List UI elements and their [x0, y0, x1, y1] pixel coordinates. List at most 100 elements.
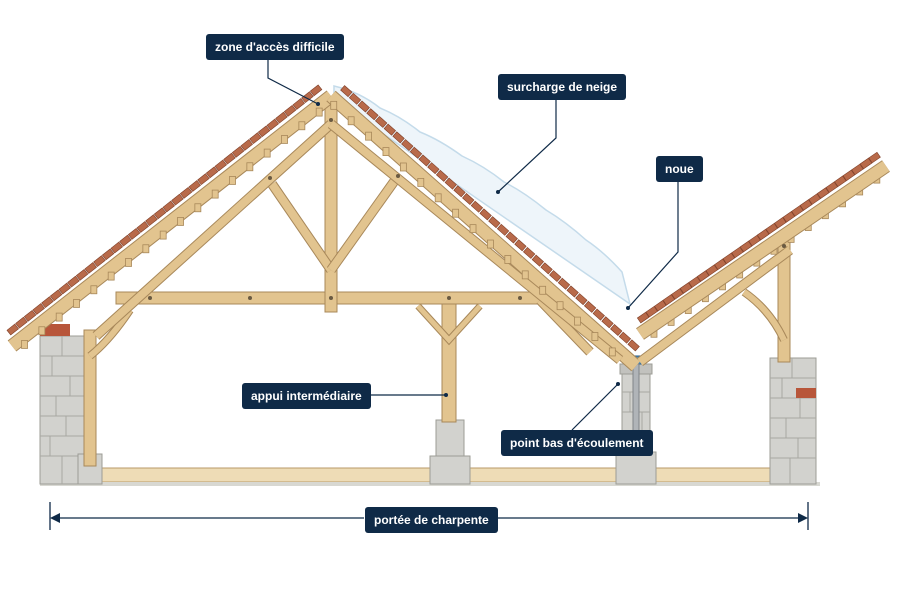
- roof-tile: [283, 104, 297, 117]
- roof-tile: [188, 180, 201, 192]
- roof-tile: [127, 227, 141, 240]
- truss-struts: [267, 173, 594, 356]
- roof-tile: [15, 316, 28, 329]
- roof-tile: [868, 151, 881, 164]
- roof-batten: [315, 107, 323, 117]
- roof-tile: [696, 270, 710, 282]
- roof-tile: [705, 264, 718, 276]
- roof-tile: [714, 258, 727, 271]
- roof-tile: [101, 248, 115, 261]
- roof-batten: [55, 312, 63, 322]
- roof-batten: [281, 135, 288, 144]
- label-appui: appui intermédiaire: [242, 383, 371, 409]
- roof-tile: [93, 255, 106, 268]
- roof-tile: [462, 193, 475, 205]
- intermediate-pier: [415, 299, 483, 485]
- roof-tile: [84, 262, 97, 274]
- roof-tile: [67, 275, 80, 288]
- roof-tile: [292, 98, 305, 110]
- roof-tile: [756, 228, 770, 241]
- roof-tile: [765, 222, 778, 235]
- roof-tile: [808, 193, 821, 205]
- roof-tile: [197, 173, 210, 186]
- roof-batten: [365, 131, 372, 141]
- roof-tiles-right: [330, 85, 640, 357]
- roof-tile: [531, 254, 545, 267]
- label-surcharge-neige: surcharge de neige: [498, 74, 627, 100]
- roof-tile: [348, 92, 362, 105]
- roof-tile: [453, 185, 466, 198]
- roof-tile: [409, 146, 423, 159]
- snow-layer: [333, 85, 632, 306]
- roof-tile: [275, 111, 288, 124]
- roof-tile: [522, 246, 536, 259]
- roof-batten: [347, 116, 355, 126]
- roof-tile: [231, 145, 245, 158]
- roof-tile: [162, 200, 175, 213]
- label-point-bas: point bas d'écoulement: [501, 430, 653, 456]
- roof-tile: [58, 282, 71, 295]
- roof-tile: [583, 300, 597, 313]
- roof-tile: [549, 270, 562, 283]
- roof-tile: [739, 240, 753, 253]
- roof-tile: [610, 324, 623, 336]
- roof-tile: [23, 309, 37, 322]
- roof-tile: [645, 305, 658, 318]
- roof-batten: [556, 301, 564, 311]
- label-zone-acces: zone d'accès difficile: [206, 34, 344, 60]
- roof-batten: [229, 176, 236, 185]
- roof-tile: [136, 221, 149, 233]
- roof-tile: [340, 85, 353, 98]
- roof-tile: [75, 268, 89, 281]
- roof-batten: [330, 100, 338, 110]
- roof-batten: [73, 299, 80, 308]
- roof-batten: [452, 208, 460, 218]
- roof-batten: [194, 203, 202, 213]
- roof-tile: [654, 300, 667, 312]
- roof-tile: [557, 277, 571, 290]
- roof-tile: [540, 262, 553, 275]
- roof-tile: [366, 108, 379, 121]
- label-noue: noue: [656, 156, 703, 182]
- roof-tile: [791, 205, 804, 217]
- roof-tile: [496, 223, 510, 236]
- roof-tile: [179, 186, 193, 199]
- roof-batten: [246, 162, 254, 172]
- roof-batten: [487, 239, 494, 249]
- roof-batten: [125, 258, 132, 267]
- roof-tile: [799, 199, 813, 211]
- roof-tile: [748, 234, 761, 247]
- roof-tile: [119, 234, 132, 247]
- roof-batten: [177, 217, 184, 226]
- roof-tile: [688, 276, 701, 288]
- roof-tile: [205, 166, 219, 179]
- roof-batten: [142, 244, 150, 254]
- roof-tile: [816, 187, 830, 199]
- roof-tile: [444, 177, 457, 190]
- roof-batten: [521, 270, 529, 280]
- roof-batten: [417, 177, 425, 187]
- roof-tile: [223, 152, 236, 165]
- roof-tile: [357, 100, 370, 113]
- roof-tile: [240, 139, 253, 151]
- roof-batten: [608, 347, 616, 357]
- roof-tile: [851, 163, 864, 176]
- roof-tile: [257, 125, 271, 138]
- roof-tile: [782, 211, 796, 223]
- leader-lines: [267, 58, 679, 431]
- roof-batten: [159, 230, 167, 240]
- roof-tile: [6, 323, 19, 336]
- roof-tile: [671, 288, 684, 300]
- roof-tile: [309, 84, 323, 97]
- roof-tile: [110, 241, 123, 254]
- roof-tile: [636, 311, 650, 324]
- roof-tile: [488, 216, 501, 229]
- leader-dots: [316, 102, 630, 397]
- roof-tile: [214, 159, 227, 172]
- roof-tile: [514, 239, 527, 252]
- left-post: [83, 329, 97, 467]
- roof-tile: [153, 207, 167, 220]
- roof-tile: [392, 131, 405, 144]
- roof-tile: [418, 154, 431, 167]
